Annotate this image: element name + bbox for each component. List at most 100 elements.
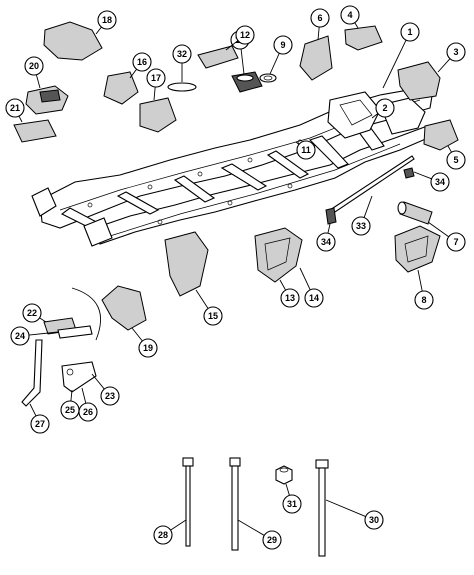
callout-ring xyxy=(296,140,316,160)
callout-12: 12 xyxy=(235,25,255,45)
callout-number: 8 xyxy=(421,295,426,305)
callout-9: 9 xyxy=(273,35,293,55)
callout-ring xyxy=(100,386,120,406)
callout-leader xyxy=(39,317,47,323)
callout-ring xyxy=(280,288,300,308)
callout-number: 15 xyxy=(208,311,218,321)
callouts-layer: 1234567891011121314151617181920212223242… xyxy=(5,5,466,550)
main-frame-assembly xyxy=(31,87,436,247)
callout-leader xyxy=(325,499,366,517)
callout-number: 16 xyxy=(137,57,147,67)
callout-17: 17 xyxy=(146,68,166,88)
callout-ring xyxy=(375,98,395,118)
callout-leader xyxy=(371,113,379,119)
callout-15: 15 xyxy=(203,306,223,326)
callout-5: 5 xyxy=(446,150,466,170)
callout-leader xyxy=(225,40,239,51)
callout-16: 16 xyxy=(132,52,152,72)
callout-number: 27 xyxy=(35,419,45,429)
callout-leader xyxy=(413,171,432,180)
callout-20: 20 xyxy=(24,56,44,76)
callout-ring xyxy=(414,290,434,310)
callout-ring xyxy=(172,44,192,64)
callout-number: 29 xyxy=(267,535,277,545)
callout-number: 20 xyxy=(29,61,39,71)
part-28-bolt xyxy=(182,457,194,547)
callout-6: 6 xyxy=(310,8,330,28)
callout-number: 3 xyxy=(453,47,458,57)
callout-leader xyxy=(427,221,449,238)
callout-13: 13 xyxy=(280,288,300,308)
callout-leader xyxy=(170,519,187,531)
callout-25: 25 xyxy=(60,400,80,420)
callout-leader xyxy=(195,289,209,309)
callout-ring xyxy=(446,42,466,62)
callout-ring xyxy=(351,216,371,236)
part-21-plate xyxy=(13,119,57,143)
callout-21: 21 xyxy=(5,98,25,118)
callout-leader xyxy=(279,279,287,291)
callout-ring xyxy=(78,402,98,422)
callout-30: 30 xyxy=(364,510,384,530)
callout-number: 2 xyxy=(382,103,387,113)
part-23-clamp xyxy=(61,361,97,393)
callout-leader xyxy=(237,519,265,536)
callout-leader xyxy=(18,115,23,123)
callout-number: 9 xyxy=(280,40,285,50)
part-19-bracket xyxy=(101,285,147,331)
callout-number: 12 xyxy=(240,30,250,40)
part-9-ring xyxy=(259,73,277,83)
callout-ring xyxy=(340,5,360,25)
callout-leader xyxy=(317,26,320,41)
callout-32: 32 xyxy=(172,44,192,64)
callout-1: 1 xyxy=(400,22,420,42)
callout-34: 34 xyxy=(316,232,336,252)
part-12-plate xyxy=(197,45,239,69)
callout-number: 13 xyxy=(285,293,295,303)
part-32-gasket xyxy=(167,82,197,92)
callout-leader xyxy=(81,387,87,404)
callout-ring xyxy=(24,56,44,76)
callout-24: 24 xyxy=(10,326,30,346)
callout-ring xyxy=(446,232,466,252)
callout-number: 6 xyxy=(317,13,322,23)
callout-number: 19 xyxy=(143,343,153,353)
callout-number: 31 xyxy=(287,499,297,509)
callout-ring xyxy=(282,494,302,514)
callout-ring xyxy=(304,288,324,308)
callout-number: 30 xyxy=(369,515,379,525)
part-16-bracket xyxy=(103,71,139,105)
callout-11: 11 xyxy=(296,140,316,160)
part-30-bolt xyxy=(315,459,329,557)
callout-18: 18 xyxy=(97,10,117,30)
callout-leader xyxy=(363,195,373,218)
callout-leader xyxy=(269,53,280,75)
callout-leader xyxy=(29,403,37,417)
callout-leader xyxy=(327,223,331,234)
callout-number: 34 xyxy=(321,237,331,247)
callout-leader xyxy=(437,58,451,73)
callout-4: 4 xyxy=(340,5,360,25)
callout-8: 8 xyxy=(414,290,434,310)
part-17-bracket xyxy=(139,97,177,133)
callout-number: 33 xyxy=(356,221,366,231)
callout-19: 19 xyxy=(138,338,158,358)
callout-33: 33 xyxy=(351,216,371,236)
callout-leader xyxy=(285,483,290,496)
callout-number: 21 xyxy=(10,103,20,113)
callout-number: 7 xyxy=(453,237,458,247)
callout-ring xyxy=(400,22,420,42)
part-8-skid xyxy=(394,225,441,273)
callout-ring xyxy=(132,52,152,72)
callout-ring xyxy=(235,25,255,45)
callout-leader xyxy=(70,389,73,402)
callout-number: 22 xyxy=(27,308,37,318)
callout-number: 4 xyxy=(347,10,352,20)
callout-ring xyxy=(364,510,384,530)
callout-leader xyxy=(129,68,137,79)
part-24-rod xyxy=(57,325,93,339)
callout-22: 22 xyxy=(22,303,42,323)
callout-leader xyxy=(295,141,300,145)
callout-number: 26 xyxy=(83,407,93,417)
